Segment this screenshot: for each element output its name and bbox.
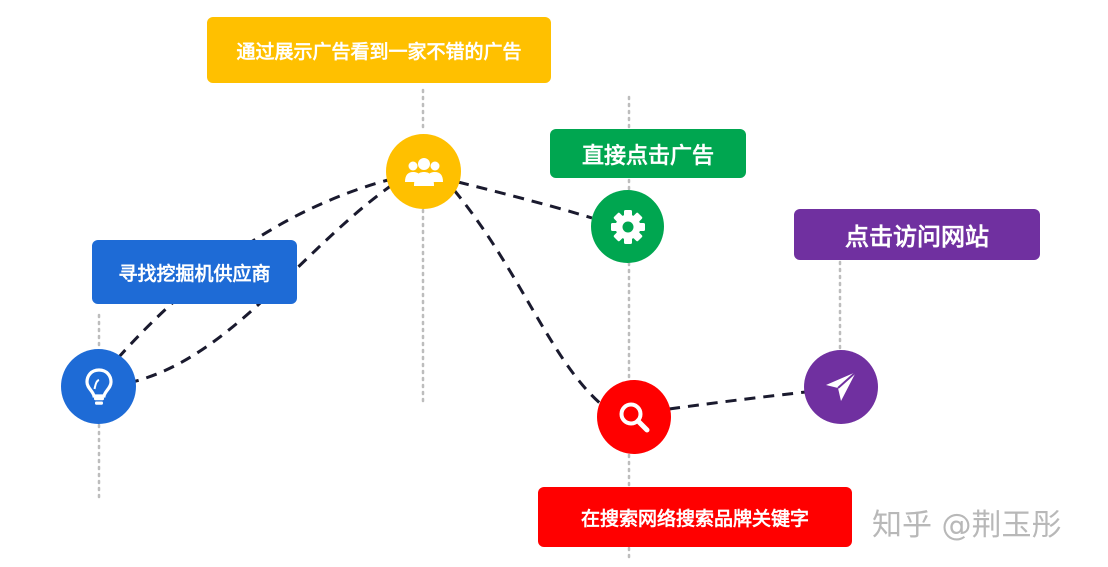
step-label-1: 寻找挖掘机供应商 bbox=[92, 240, 297, 304]
send-icon bbox=[823, 369, 859, 405]
step-node-4 bbox=[597, 380, 671, 454]
lightbulb-icon bbox=[84, 367, 114, 407]
step-node-5 bbox=[804, 350, 878, 424]
step-node-3 bbox=[591, 190, 664, 263]
watermark-text: 知乎 @荆玉彤 bbox=[872, 508, 1062, 543]
journey-path bbox=[668, 390, 807, 411]
step-label-2: 通过展示广告看到一家不错的广告 bbox=[207, 17, 551, 83]
step-node-1 bbox=[61, 349, 136, 424]
journey-path bbox=[116, 178, 389, 360]
step-label-5: 点击访问网站 bbox=[794, 209, 1040, 260]
gear-icon bbox=[609, 208, 647, 246]
journey-path bbox=[457, 180, 593, 220]
step-label-3: 直接点击广告 bbox=[550, 129, 746, 178]
step-label-4: 在搜索网络搜索品牌关键字 bbox=[538, 487, 852, 547]
search-icon bbox=[616, 399, 652, 435]
group-icon bbox=[404, 156, 444, 188]
step-node-2 bbox=[386, 134, 461, 209]
journey-path bbox=[452, 189, 603, 407]
